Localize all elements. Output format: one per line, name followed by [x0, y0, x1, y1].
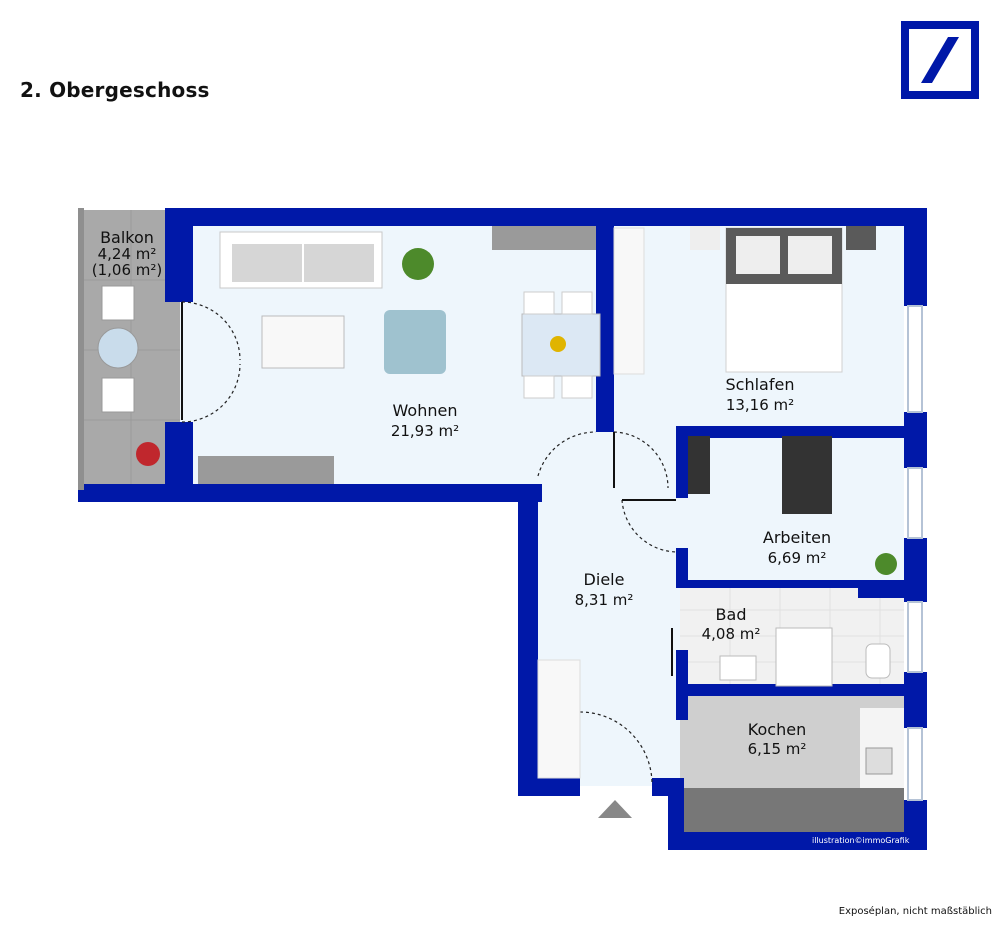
label-bad-area: 4,08 m²: [702, 625, 761, 643]
desk: [782, 436, 832, 514]
armchair: [384, 310, 446, 374]
label-schlafen-area: 13,16 m²: [726, 396, 794, 414]
toilet: [865, 643, 891, 679]
door-leaves: [181, 302, 676, 676]
wardrobe-schlafen: [613, 227, 645, 375]
illustration-credit: illustration©immoGrafik: [812, 836, 910, 845]
walls: [78, 208, 927, 850]
entrance-arrow-icon: [598, 800, 632, 818]
label-balkon-name: Balkon: [100, 228, 154, 247]
label-schlafen-name: Schlafen: [726, 375, 795, 394]
tv-board: [198, 456, 334, 484]
wardrobe-diele: [537, 659, 581, 779]
plant-icon-arbeiten: [875, 553, 897, 575]
balcony-furniture: [97, 285, 160, 466]
label-kochen-area: 6,15 m²: [748, 740, 807, 758]
logo-slash-icon: [921, 37, 959, 83]
label-bad-name: Bad: [716, 605, 747, 624]
washbasin: [719, 655, 757, 681]
label-kochen-name: Kochen: [748, 720, 806, 739]
plant-icon: [402, 248, 434, 280]
floor-title: 2. Obergeschoss: [20, 78, 210, 102]
nightstand-right: [846, 226, 876, 250]
footnote: Exposéplan, nicht maßstäblich: [838, 906, 992, 917]
coffee-table: [261, 315, 345, 369]
label-arbeiten-area: 6,69 m²: [768, 549, 827, 567]
sofa: [219, 231, 383, 289]
label-diele-name: Diele: [584, 570, 625, 589]
bed: [725, 227, 843, 373]
dining-set: [521, 291, 601, 399]
label-wohnen-name: Wohnen: [393, 401, 458, 420]
label-balkon-area: 4,24 m²: [98, 245, 157, 263]
label-arbeiten-name: Arbeiten: [763, 528, 831, 547]
windows: [907, 305, 923, 801]
cabinet-arbeiten: [688, 436, 710, 494]
label-balkon-sub-area: (1,06 m²): [92, 261, 163, 279]
bank-logo: [901, 21, 979, 99]
label-wohnen-area: 21,93 m²: [391, 422, 459, 440]
sideboard: [492, 226, 596, 250]
nightstand-left: [690, 226, 720, 250]
door-arcs: [181, 301, 679, 785]
sink: [865, 747, 893, 775]
label-diele-area: 8,31 m²: [575, 591, 634, 609]
balcony-rail: [78, 208, 84, 490]
kitchen-counter-bottom: [684, 788, 904, 832]
shower: [775, 627, 833, 687]
